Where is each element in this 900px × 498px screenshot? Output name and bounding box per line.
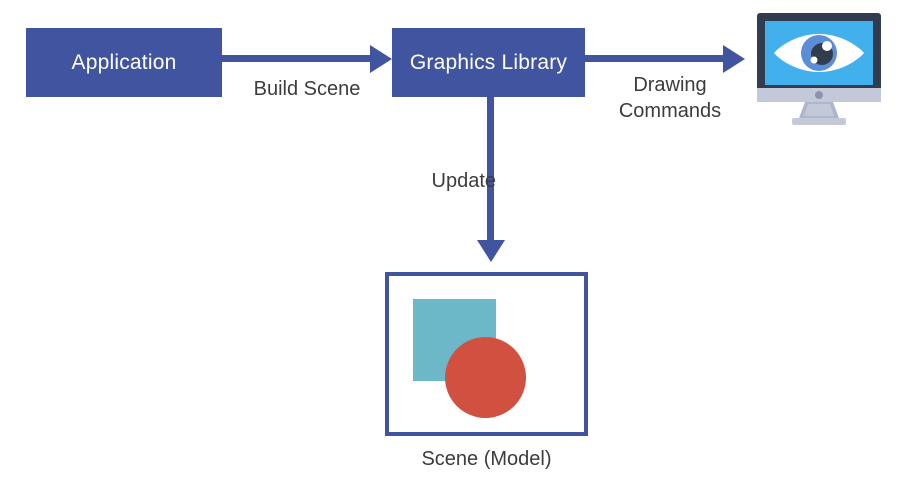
monitor-base bbox=[792, 118, 846, 125]
arrow-update-head-icon bbox=[477, 240, 505, 262]
arrow-drawing-commands-shaft bbox=[585, 55, 725, 62]
edge-label-build-scene: Build Scene bbox=[253, 78, 361, 100]
node-scene-label: Scene (Model) bbox=[421, 448, 552, 470]
arrow-update-shaft bbox=[487, 97, 494, 242]
monitor-power-dot-icon bbox=[815, 91, 823, 99]
node-scene-frame[interactable] bbox=[385, 272, 588, 436]
eye-highlight-small bbox=[810, 56, 818, 64]
edge-label-drawing-commands: Drawing Commands bbox=[618, 74, 722, 122]
node-graphics-library-label: Graphics Library bbox=[409, 50, 568, 74]
monitor-svg bbox=[757, 13, 881, 125]
node-graphics-library[interactable]: Graphics Library bbox=[392, 28, 585, 97]
scene-shape-circle bbox=[445, 337, 526, 418]
arrow-build-scene-head-icon bbox=[370, 45, 392, 73]
arrow-build-scene-shaft bbox=[222, 55, 372, 62]
monitor-stand-inner bbox=[804, 104, 834, 116]
arrow-drawing-commands-head-icon bbox=[723, 45, 745, 73]
eye-highlight-large bbox=[822, 41, 832, 51]
node-application[interactable]: Application bbox=[26, 28, 222, 97]
node-application-label: Application bbox=[71, 50, 177, 74]
display-monitor-eye-icon bbox=[750, 8, 890, 128]
edge-label-update: Update bbox=[431, 170, 497, 192]
